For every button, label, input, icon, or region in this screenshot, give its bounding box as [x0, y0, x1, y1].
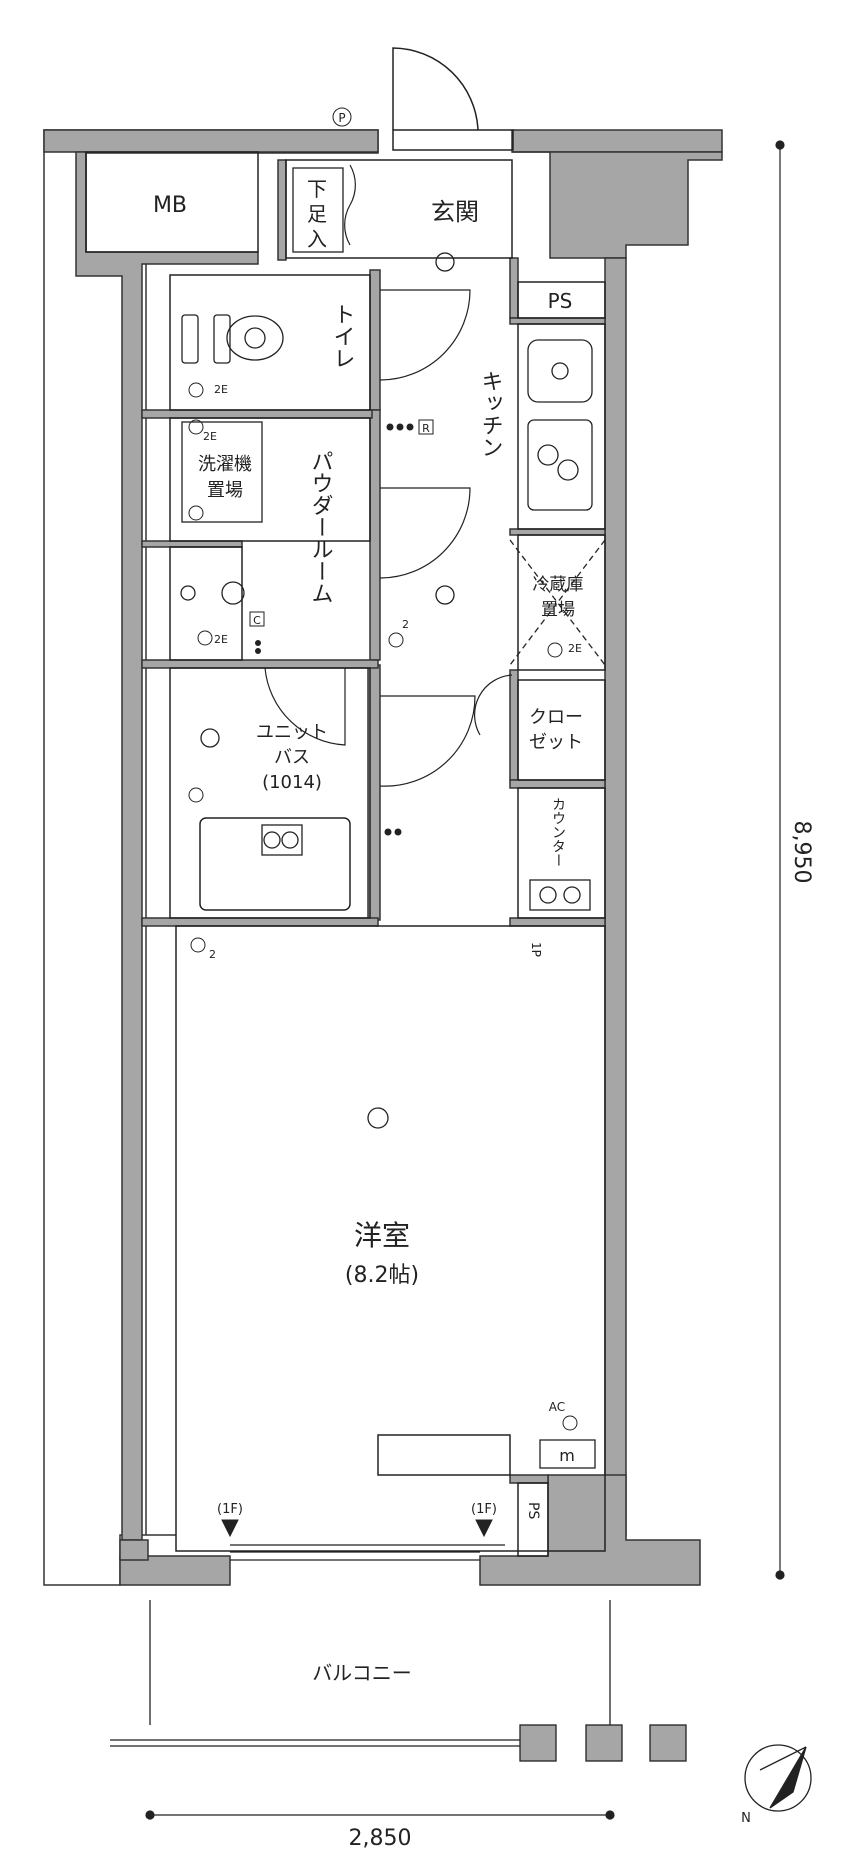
label-shoe-1: 下 — [307, 177, 327, 201]
label-bath-3: (1014) — [262, 772, 322, 793]
label-shoe-3: 入 — [307, 227, 327, 251]
first-floor-left: (1F) — [217, 1502, 243, 1517]
label-western-room-size: (8.2帖) — [345, 1263, 419, 1288]
label-fridge-1: 冷蔵庫 — [533, 575, 584, 595]
dimension-lines — [145, 140, 785, 1820]
label-mb: MB — [153, 193, 187, 218]
compass-icon — [744, 1744, 812, 1812]
outlet-label-6: 2 — [209, 948, 216, 961]
outlet-label-4: 2E — [568, 642, 582, 655]
label-bath-2: バス — [274, 747, 310, 768]
symbol-ac: AC — [549, 1400, 565, 1414]
symbol-r: R — [422, 422, 430, 435]
symbol-1p: 1P — [529, 942, 543, 957]
label-ps-top: PS — [548, 289, 573, 313]
door-swings — [230, 164, 513, 1546]
label-entrance: 玄関 — [431, 198, 479, 226]
walls — [43, 129, 723, 1586]
dimension-depth: 8,950 — [789, 821, 814, 884]
label-western-room: 洋室 — [354, 1219, 410, 1252]
label-washer-1: 洗濯機 — [198, 454, 252, 475]
outlet-label-1: 2E — [214, 383, 228, 396]
compass-n: N — [741, 1811, 751, 1826]
dimension-width: 2,850 — [349, 1826, 412, 1851]
label-fridge-2: 置場 — [541, 600, 575, 620]
label-bath-1: ユニット — [256, 722, 328, 743]
symbol-c: C — [253, 614, 261, 627]
entrance-door[interactable] — [392, 47, 514, 151]
label-powder-room: パウダールーム — [308, 450, 333, 604]
label-kitchen: キッチン — [478, 370, 503, 458]
label-ps-bottom: PS — [525, 1502, 541, 1519]
outlet-label-2: 2E — [203, 430, 217, 443]
outlet-label-3: 2E — [214, 633, 228, 646]
label-washer-2: 置場 — [207, 480, 243, 501]
outlet-label-5: 2 — [402, 618, 409, 631]
symbol-p: P — [338, 111, 345, 125]
label-closet-2: ゼット — [529, 732, 583, 753]
label-closet-1: クロー — [529, 707, 583, 728]
fixtures — [110, 167, 687, 1762]
label-counter: カウンター — [550, 797, 566, 867]
label-shoe-2: 足 — [307, 202, 327, 226]
symbol-m: m — [559, 1446, 575, 1465]
label-toilet: トイレ — [330, 303, 355, 369]
outlets — [188, 107, 578, 1538]
first-floor-right: (1F) — [471, 1502, 497, 1517]
label-balcony: バルコニー — [312, 1661, 412, 1685]
room-outlines — [85, 151, 606, 1557]
